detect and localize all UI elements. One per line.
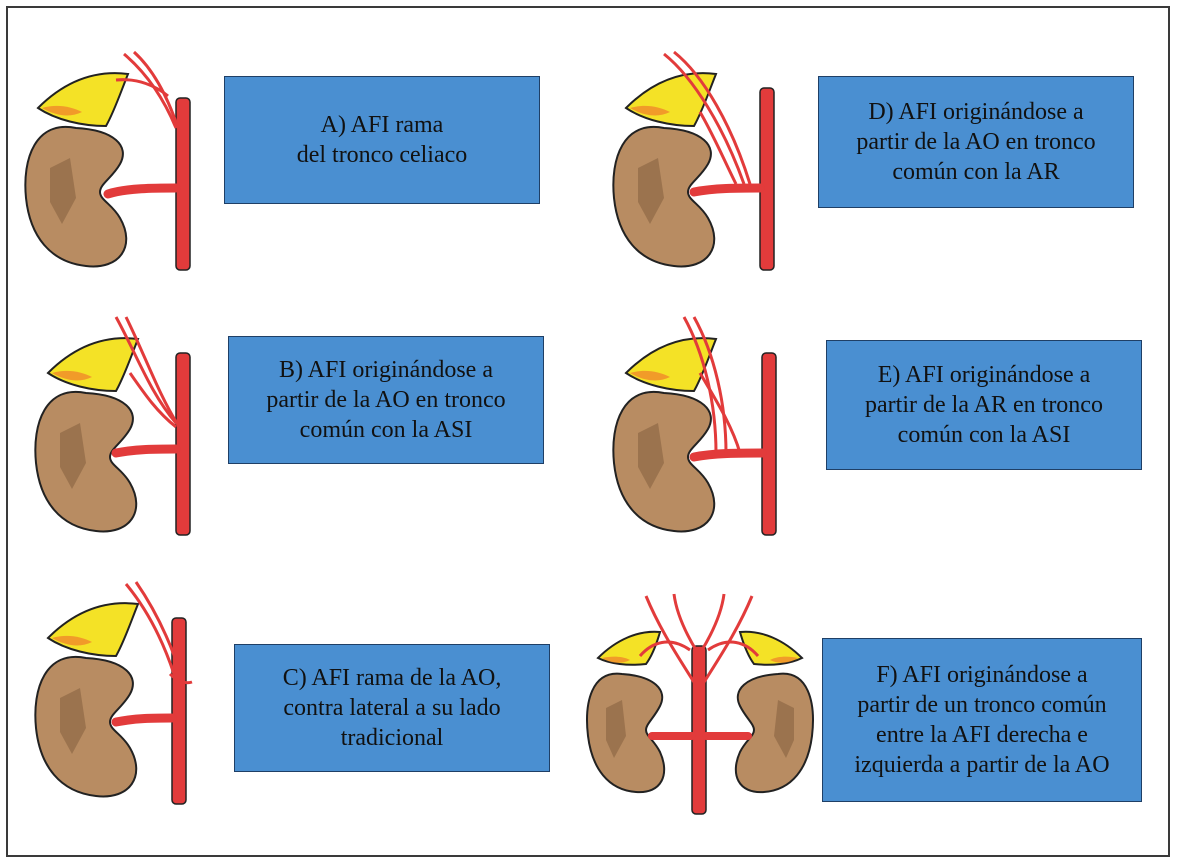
label-line: F) AFI originándose a — [876, 660, 1087, 690]
figure-frame: A) AFI rama del tronco celiaco — [6, 6, 1170, 857]
kidney — [613, 127, 714, 267]
label-e-lines: E) AFI originándose a partir de la AR en… — [865, 360, 1103, 450]
aorta — [760, 88, 774, 270]
label-f-lines: F) AFI originándose a partir de un tronc… — [854, 660, 1109, 780]
aorta — [692, 646, 706, 814]
label-line: contra lateral a su lado — [283, 693, 500, 723]
renal-artery — [694, 188, 760, 192]
label-b-lines: B) AFI originándose a partir de la AO en… — [266, 355, 505, 445]
illustration-e — [604, 313, 794, 543]
kidney — [613, 392, 714, 532]
label-line: partir de un tronco común — [857, 690, 1106, 720]
label-line: D) AFI originándose a — [868, 97, 1083, 127]
label-d-lines: D) AFI originándose a partir de la AO en… — [856, 97, 1095, 187]
illustration-f — [580, 590, 820, 820]
label-line: B) AFI originándose a — [279, 355, 493, 385]
label-c-lines: C) AFI rama de la AO, contra lateral a s… — [283, 663, 502, 753]
label-line: A) AFI rama — [321, 110, 444, 140]
kidney — [35, 657, 136, 797]
label-box-a: A) AFI rama del tronco celiaco — [224, 76, 540, 204]
label-line: C) AFI rama de la AO, — [283, 663, 502, 693]
label-box-d: D) AFI originándose a partir de la AO en… — [818, 76, 1134, 208]
adrenal-artery — [116, 52, 178, 128]
label-line: común con la ASI — [300, 415, 473, 445]
label-line: del tronco celiaco — [297, 140, 468, 170]
renal-artery — [108, 188, 176, 194]
label-a-lines: A) AFI rama del tronco celiaco — [297, 110, 468, 170]
label-line: partir de la AO en tronco — [856, 127, 1095, 157]
label-line: partir de la AO en tronco — [266, 385, 505, 415]
label-box-c: C) AFI rama de la AO, contra lateral a s… — [234, 644, 550, 772]
label-box-f: F) AFI originándose a partir de un tronc… — [822, 638, 1142, 802]
adrenal-gland — [48, 338, 138, 391]
aorta — [172, 618, 186, 804]
label-line: común con la ASI — [898, 420, 1071, 450]
illustration-c — [26, 578, 216, 808]
label-line: tradicional — [341, 723, 444, 753]
label-line: partir de la AR en tronco — [865, 390, 1103, 420]
adrenal-gland — [38, 73, 128, 126]
illustration-d — [604, 48, 794, 278]
renal-artery — [116, 449, 176, 453]
kidney — [35, 392, 136, 532]
aorta — [762, 353, 776, 535]
label-line: entre la AFI derecha e — [876, 720, 1088, 750]
illustration-a — [16, 48, 216, 278]
label-box-e: E) AFI originándose a partir de la AR en… — [826, 340, 1142, 470]
label-line: común con la AR — [892, 157, 1059, 187]
renal-artery — [694, 453, 762, 457]
label-box-b: B) AFI originándose a partir de la AO en… — [228, 336, 544, 464]
adrenal-gland — [48, 603, 138, 656]
renal-artery — [116, 718, 172, 722]
label-line: izquierda a partir de la AO — [854, 750, 1109, 780]
aorta — [176, 353, 190, 535]
illustration-b — [26, 313, 216, 543]
label-line: E) AFI originándose a — [878, 360, 1091, 390]
